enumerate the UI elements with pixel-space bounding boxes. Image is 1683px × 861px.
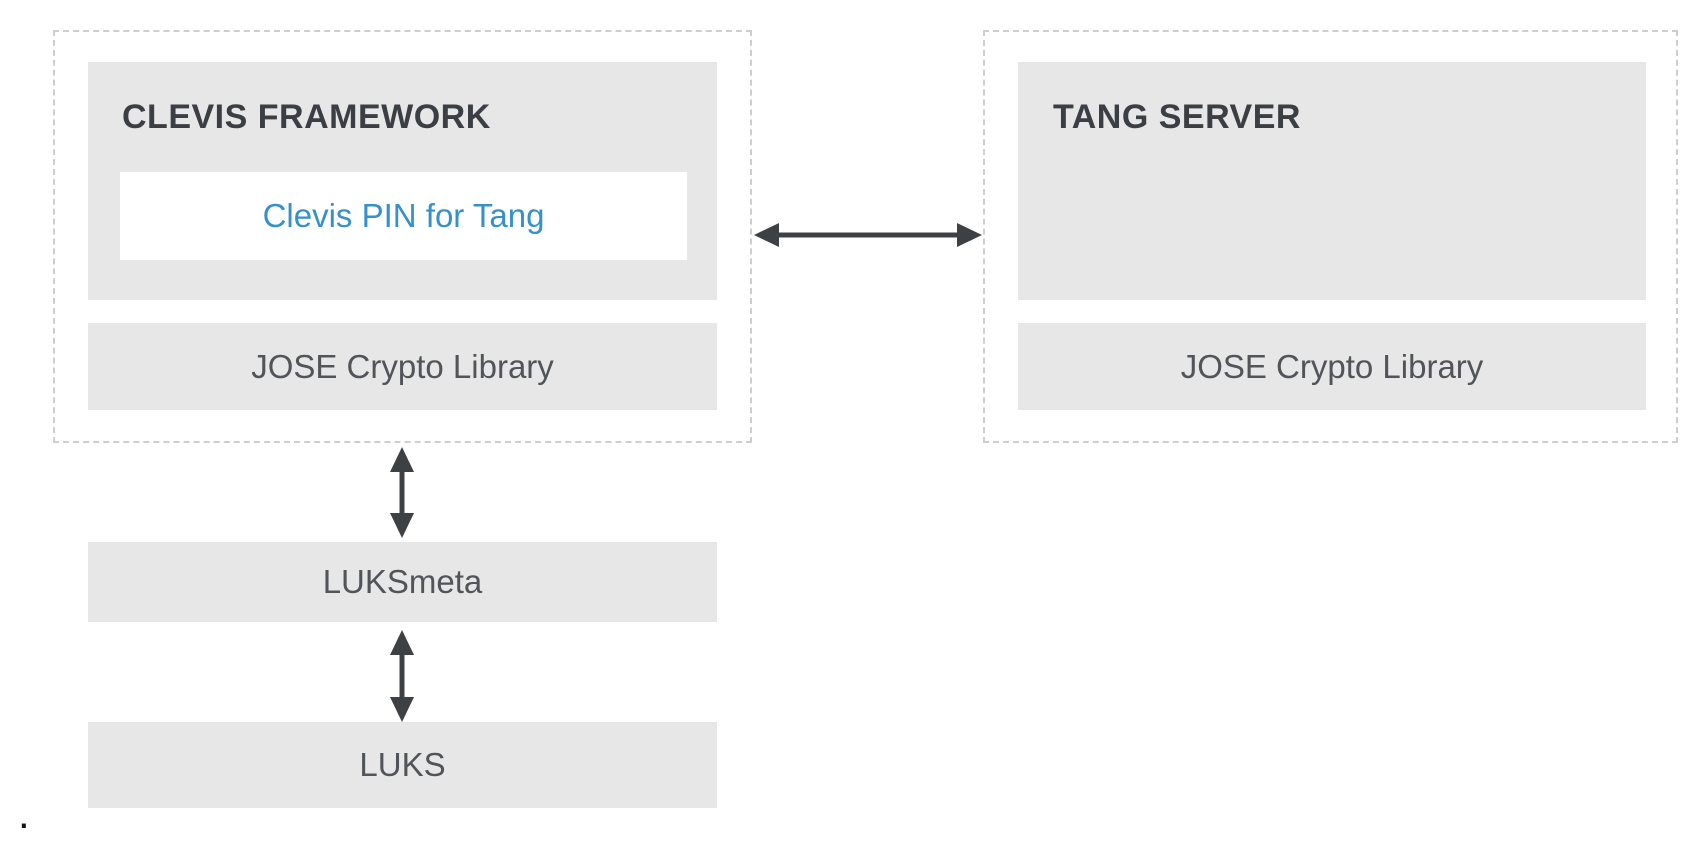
tang-server-title: TANG SERVER xyxy=(1053,98,1301,136)
clevis-pin-for-tang-box: Clevis PIN for Tang xyxy=(120,172,687,260)
clevis-tang-arrow xyxy=(753,219,983,251)
luksmeta-luks-arrow xyxy=(386,629,418,723)
luks-label: LUKS xyxy=(359,746,446,783)
tang-server-box: TANG SERVER xyxy=(1018,62,1646,300)
clevis-pin-for-tang-label: Clevis PIN for Tang xyxy=(262,197,545,234)
double-arrow-horizontal-icon xyxy=(754,223,982,247)
jose-crypto-library-box-tang: JOSE Crypto Library xyxy=(1018,323,1646,410)
clevis-luksmeta-arrow xyxy=(386,446,418,539)
clevis-framework-box: CLEVIS FRAMEWORK Clevis PIN for Tang xyxy=(88,62,717,300)
clevis-framework-title: CLEVIS FRAMEWORK xyxy=(122,98,491,136)
luksmeta-label: LUKSmeta xyxy=(322,563,483,600)
jose-crypto-library-label-tang: JOSE Crypto Library xyxy=(1180,347,1484,385)
tang-server-container xyxy=(983,30,1678,443)
double-arrow-vertical-icon xyxy=(390,630,414,722)
clevis-framework-container xyxy=(53,30,752,443)
luksmeta-box: LUKSmeta xyxy=(88,542,717,622)
stray-period-text: . xyxy=(18,790,30,837)
jose-crypto-library-label-clevis: JOSE Crypto Library xyxy=(251,347,554,385)
luks-box: LUKS xyxy=(88,722,717,808)
jose-crypto-library-box-clevis: JOSE Crypto Library xyxy=(88,323,717,410)
double-arrow-vertical-icon xyxy=(390,447,414,538)
